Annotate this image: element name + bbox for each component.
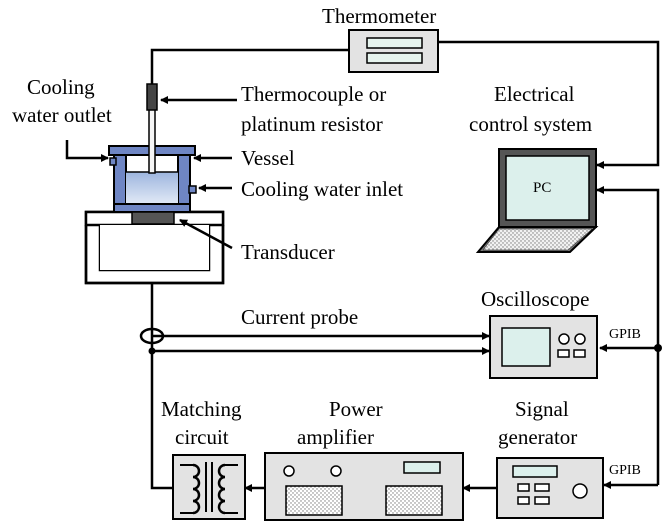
gpib-junction-dot <box>654 344 662 352</box>
thermometer-label: Thermometer <box>322 4 436 28</box>
electrical-control-label-line2: control system <box>469 112 592 136</box>
power-amplifier-label-line1: Power <box>329 397 383 421</box>
thermometer-device <box>348 29 439 73</box>
pc-label: PC <box>533 180 551 196</box>
oscilloscope-label: Oscilloscope <box>481 287 589 311</box>
electrical-control-label-line1: Electrical <box>494 82 575 106</box>
matching-circuit-transformer <box>172 454 246 520</box>
thermocouple-label-line1: Thermocouple or <box>241 82 386 106</box>
laptop-pc <box>475 148 599 253</box>
vessel-assembly <box>84 83 225 285</box>
gpib-bottom-label: GPIB <box>609 463 641 478</box>
wire-junction-dot <box>148 347 156 355</box>
signal-generator-device <box>496 457 604 519</box>
current-probe-ring <box>139 327 165 345</box>
cooling-outlet-label-line1: Cooling <box>27 75 95 99</box>
current-probe-label: Current probe <box>241 305 358 329</box>
vessel-label: Vessel <box>241 146 295 170</box>
oscilloscope-device <box>489 315 598 379</box>
power-amplifier-label-line2: amplifier <box>297 425 374 449</box>
signal-generator-label-line2: generator <box>498 425 577 449</box>
signal-generator-label-line1: Signal <box>515 397 569 421</box>
power-amplifier-device <box>264 452 464 521</box>
wires <box>148 40 660 492</box>
cooling-outlet-label-line2: water outlet <box>12 103 112 127</box>
matching-circuit-label-line1: Matching <box>161 397 242 421</box>
cooling-inlet-label: Cooling water inlet <box>241 177 403 201</box>
gpib-top-label: GPIB <box>609 327 641 342</box>
thermocouple-label-line2: platinum resistor <box>241 112 383 136</box>
vessel-pointers <box>65 96 237 250</box>
matching-circuit-label-line2: circuit <box>175 425 229 449</box>
transducer-label: Transducer <box>241 240 335 264</box>
